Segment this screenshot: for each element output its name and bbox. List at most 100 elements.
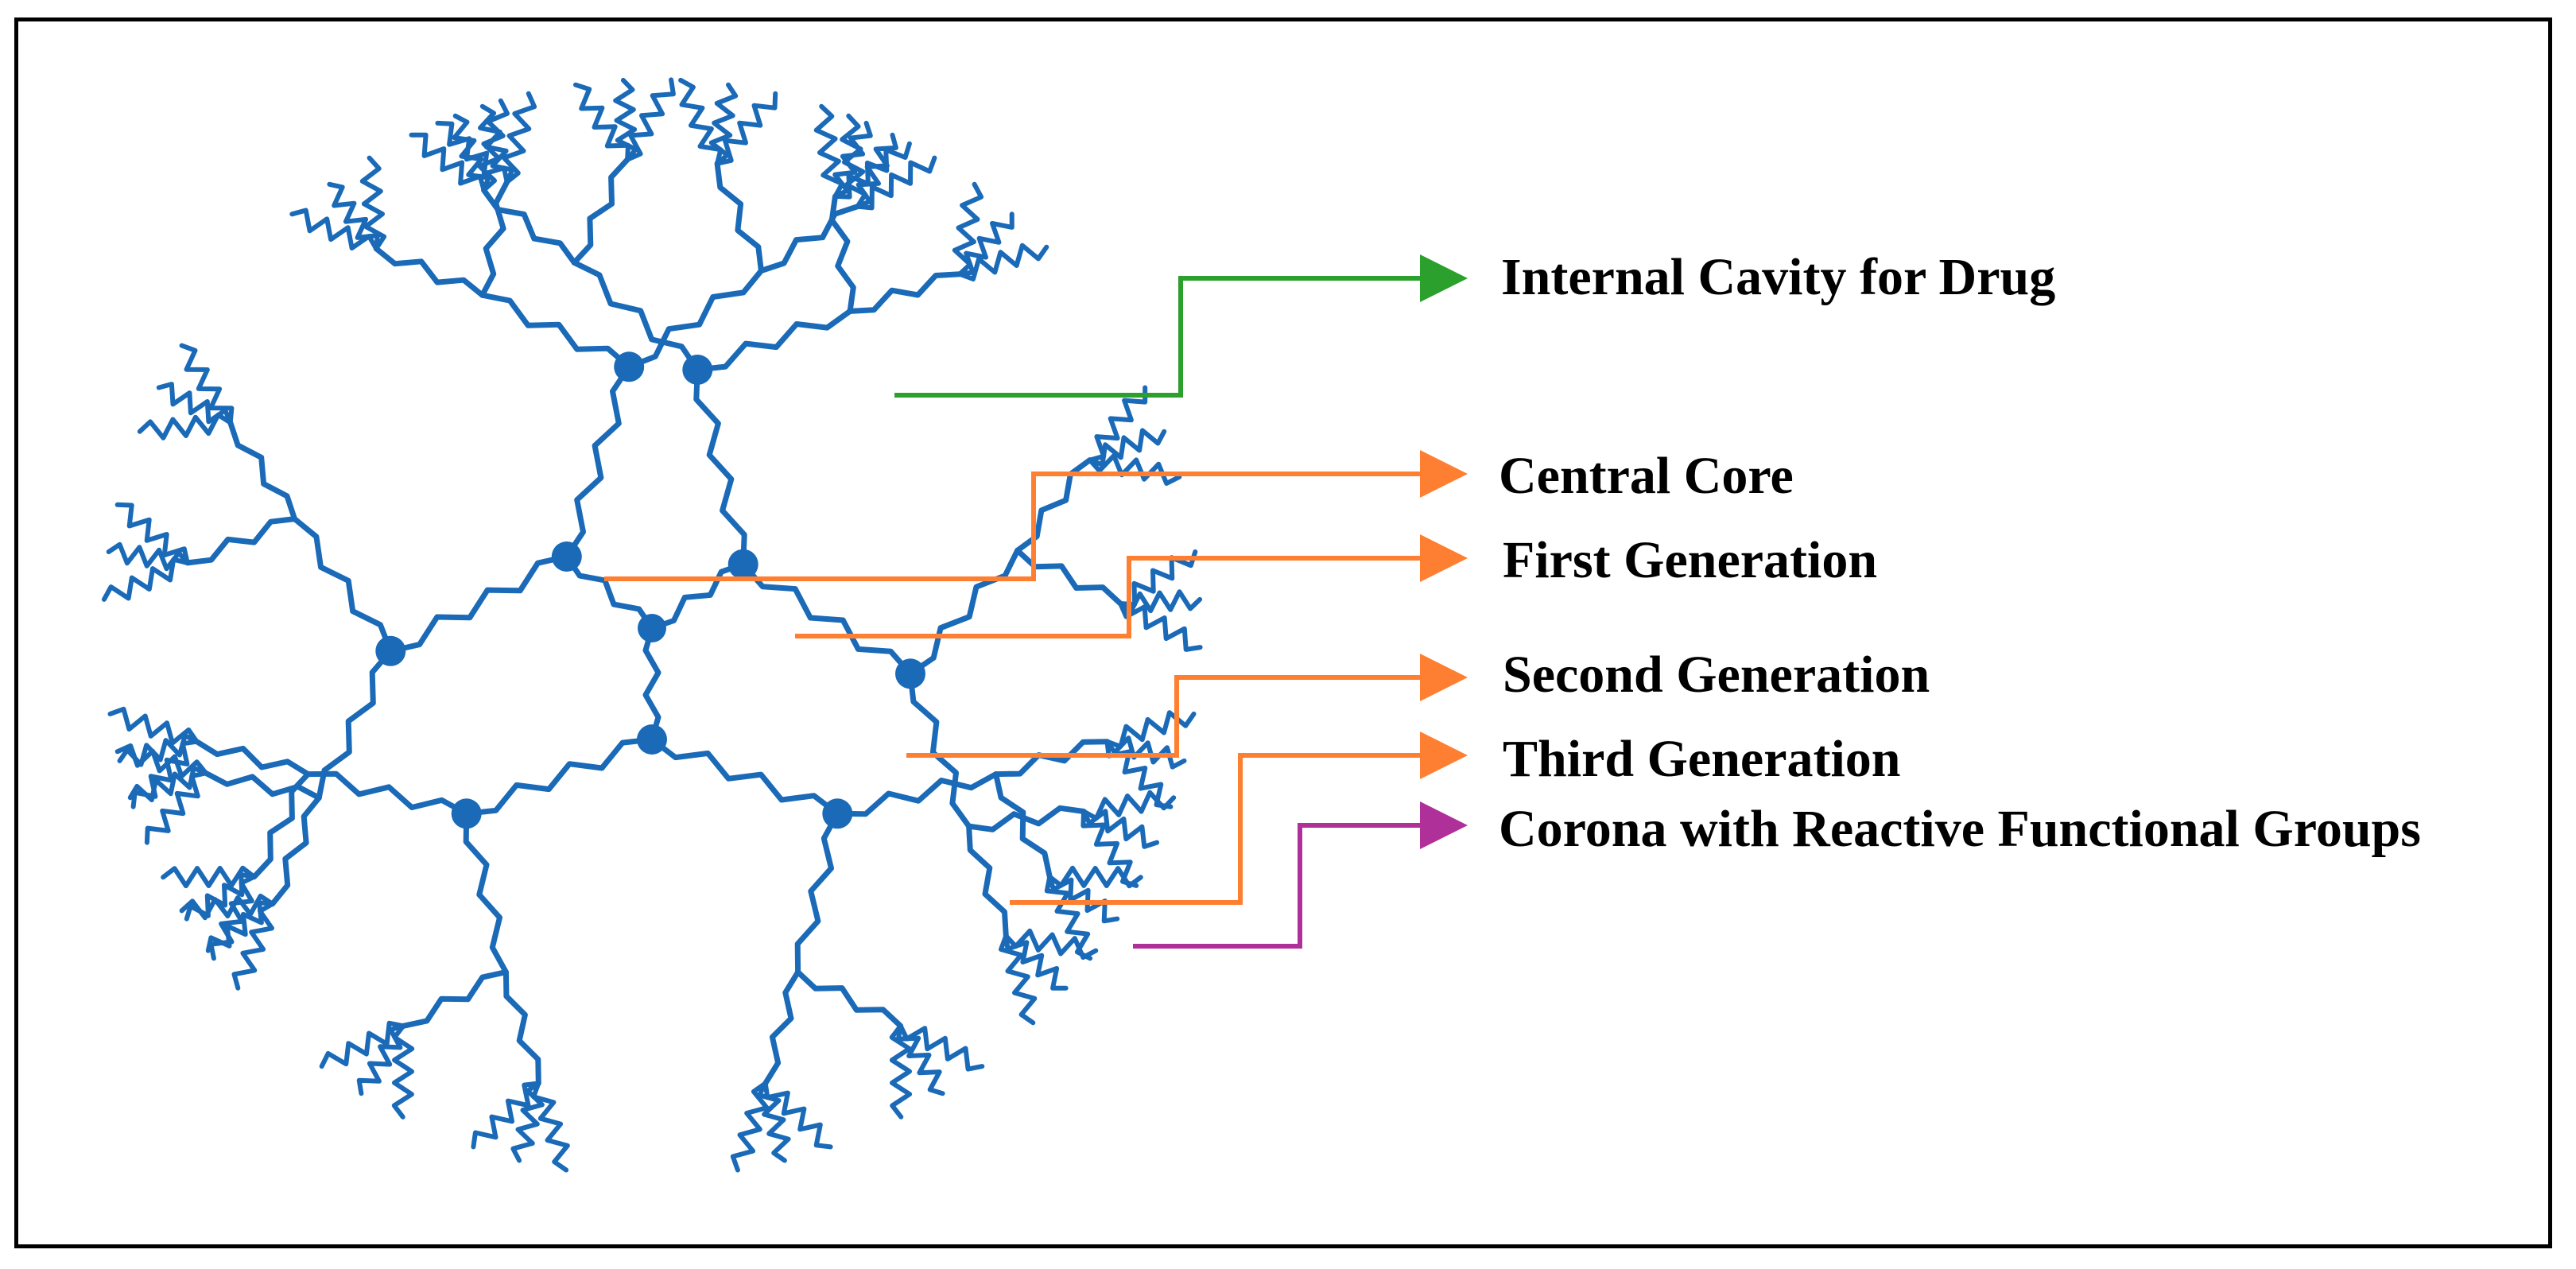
corona-functional-group — [1003, 933, 1069, 991]
corona-functional-group — [1044, 874, 1093, 961]
corona-functional-group — [356, 1023, 406, 1096]
second-generation-node — [375, 635, 406, 666]
third-generation-branch — [373, 246, 486, 298]
third-generation-branch — [758, 204, 861, 274]
second-generation-branch — [463, 810, 509, 976]
third-generation-branch — [203, 770, 322, 801]
core-arrow — [604, 450, 1468, 581]
corona-functional-group — [855, 155, 937, 211]
corona-functional-group — [289, 208, 379, 251]
corona-functional-group — [1118, 589, 1203, 615]
corona-functional-group — [1081, 809, 1160, 849]
third-generation-branch — [270, 794, 322, 907]
dendrimer-structure — [101, 77, 1203, 1173]
corona-functional-group — [957, 243, 1049, 281]
second-generation-node — [614, 351, 645, 382]
third-generation-branch — [966, 805, 1087, 832]
corona-functional-group — [1087, 428, 1167, 468]
corona-functional-group — [625, 77, 676, 162]
cavity-arrow — [894, 254, 1468, 398]
corona-functional-group — [205, 900, 275, 953]
corona-functional-group — [895, 1023, 945, 1096]
figure-frame — [14, 17, 2552, 1248]
second-generation-branch — [571, 259, 700, 373]
corona-functional-group — [708, 82, 739, 166]
third-generation-branch — [194, 739, 311, 778]
corona-functional-group — [477, 98, 510, 193]
corona-functional-group — [130, 739, 200, 809]
corona-functional-group — [832, 120, 873, 199]
corona-functional-group — [678, 77, 724, 166]
third-generation-branch — [762, 969, 801, 1086]
second-generation-node — [822, 798, 853, 829]
first-generation-branch — [564, 363, 632, 560]
corona-functional-group — [1087, 453, 1182, 486]
label-third-generation: Third Generation — [1503, 730, 1901, 788]
corona-functional-group — [952, 181, 984, 277]
second-generation-branch — [794, 810, 840, 976]
corona-functional-group — [127, 765, 208, 802]
corona-functional-group — [1104, 710, 1197, 749]
corona-functional-group — [957, 212, 1014, 277]
second-generation-node — [682, 355, 713, 385]
corona-functional-group — [999, 933, 1038, 1026]
second-generation-node — [895, 658, 925, 689]
second-generation-arrow — [906, 654, 1468, 758]
first-generation-node — [637, 724, 667, 755]
corona-functional-group — [613, 77, 638, 162]
corona-functional-group — [1047, 865, 1143, 889]
third-generation-branch — [400, 969, 509, 1029]
second-generation-branch — [694, 308, 853, 373]
corona-functional-group — [471, 1081, 541, 1150]
third-generation-branch — [847, 271, 963, 314]
first-generation-branch — [649, 736, 840, 817]
label-central-core: Central Core — [1499, 447, 1794, 505]
first-generation-branch — [464, 736, 655, 817]
label-second-generation: Second Generation — [1503, 646, 1930, 704]
corona-functional-group — [1104, 735, 1187, 770]
central-core-node — [638, 614, 666, 642]
core-branch — [564, 553, 655, 631]
first-generation-branch — [387, 553, 570, 654]
second-generation-node — [451, 798, 482, 829]
corona-functional-group — [452, 113, 491, 193]
corona-functional-group — [1047, 874, 1120, 924]
corona-functional-group — [813, 103, 845, 199]
first-generation-node — [727, 549, 758, 580]
second-generation-branch — [626, 268, 764, 370]
corona-functional-group — [106, 541, 190, 572]
second-generation-branch — [907, 547, 1021, 677]
corona-functional-group — [391, 1023, 415, 1120]
corona-functional-group — [573, 82, 630, 162]
corona-functional-group — [1087, 385, 1148, 463]
corona-functional-group — [319, 1020, 406, 1069]
corona-functional-group — [101, 557, 190, 602]
third-generation-branch — [993, 739, 1110, 778]
first-generation-branch — [740, 561, 914, 677]
corona-functional-group — [137, 412, 233, 440]
corona-functional-group — [1118, 549, 1198, 607]
corona-functional-group — [889, 1023, 913, 1120]
corona-functional-group — [359, 155, 387, 251]
core-branch — [649, 561, 747, 631]
corona-functional-group — [184, 871, 257, 922]
callout-arrows — [604, 254, 1468, 949]
core-branch — [642, 625, 661, 743]
corona-functional-group — [179, 893, 275, 921]
third-generation-branch — [481, 187, 577, 266]
third-generation-branch — [795, 969, 904, 1029]
corona-functional-group — [730, 1081, 770, 1173]
corona-functional-group — [757, 1081, 791, 1163]
third-generation-branch — [227, 419, 297, 522]
label-internal-cavity: Internal Cavity for Drug — [1501, 248, 2055, 306]
third-generation-branch — [502, 969, 541, 1086]
first-generation-arrow — [795, 534, 1468, 638]
second-generation-branch — [316, 648, 394, 801]
corona-functional-group — [107, 706, 200, 746]
second-generation-branch — [907, 670, 972, 829]
third-generation-branch — [714, 161, 764, 274]
third-generation-branch — [571, 157, 630, 266]
second-generation-branch — [305, 770, 470, 817]
corona-functional-group — [1080, 809, 1139, 888]
